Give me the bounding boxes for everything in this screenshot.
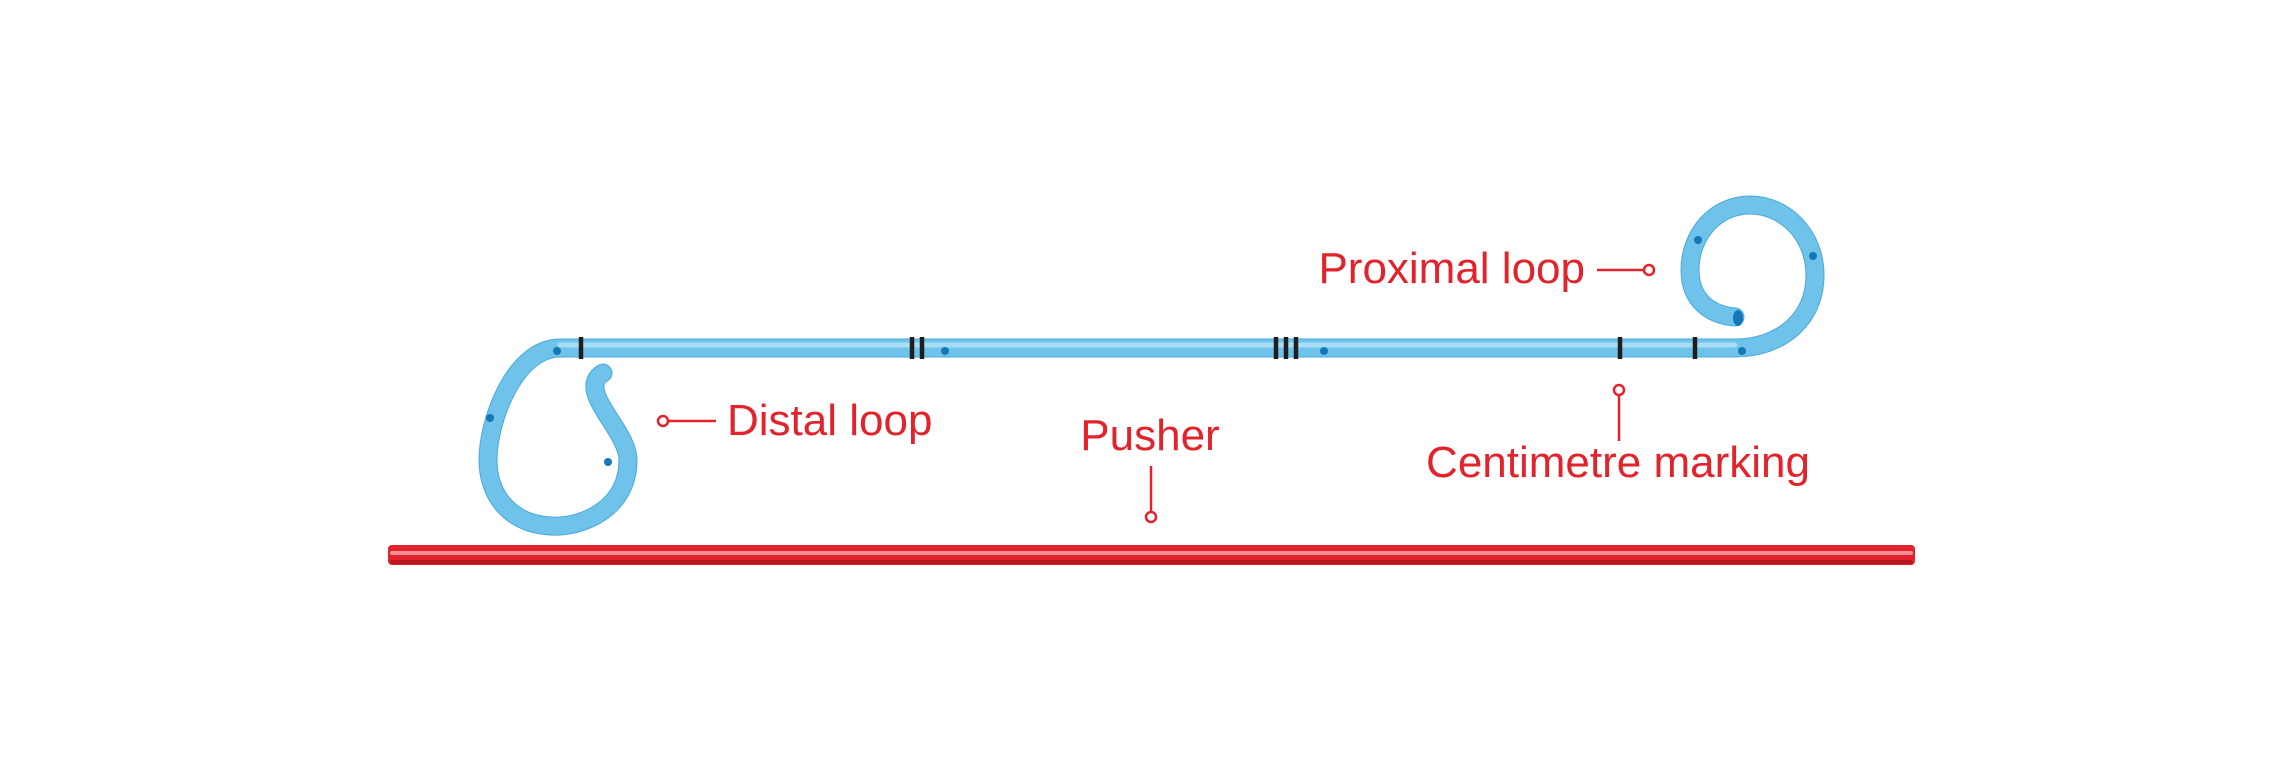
label-centimetre-marking: Centimetre marking — [1426, 383, 1810, 487]
distal-loop-label: Distal loop — [727, 396, 932, 445]
drainage-hole — [1694, 236, 1702, 244]
stent — [478, 195, 1825, 536]
proximal-loop-pointer — [1642, 263, 1656, 277]
drainage-hole — [604, 458, 612, 466]
centimetre-marking-label: Centimetre marking — [1426, 438, 1810, 487]
drainage-hole — [553, 347, 561, 355]
pusher-shadow — [390, 560, 1913, 564]
proximal-tube-opening — [1733, 310, 1743, 326]
drainage-hole — [1809, 252, 1817, 260]
stent-tube — [479, 196, 1824, 535]
drainage-hole — [1738, 347, 1746, 355]
pusher-highlight — [390, 551, 1913, 555]
proximal-loop-label: Proximal loop — [1318, 244, 1585, 293]
centimetre-marking-pointer — [1612, 383, 1626, 397]
label-distal-loop: Distal loop — [656, 396, 932, 445]
label-proximal-loop: Proximal loop — [1318, 244, 1656, 293]
drainage-hole — [1320, 347, 1328, 355]
pusher-pointer — [1144, 510, 1158, 524]
drainage-hole — [486, 414, 494, 422]
drainage-hole — [941, 347, 949, 355]
distal-loop-pointer — [656, 414, 670, 428]
label-pusher: Pusher — [1080, 411, 1220, 524]
pusher — [388, 545, 1915, 565]
pusher-label: Pusher — [1080, 411, 1219, 460]
